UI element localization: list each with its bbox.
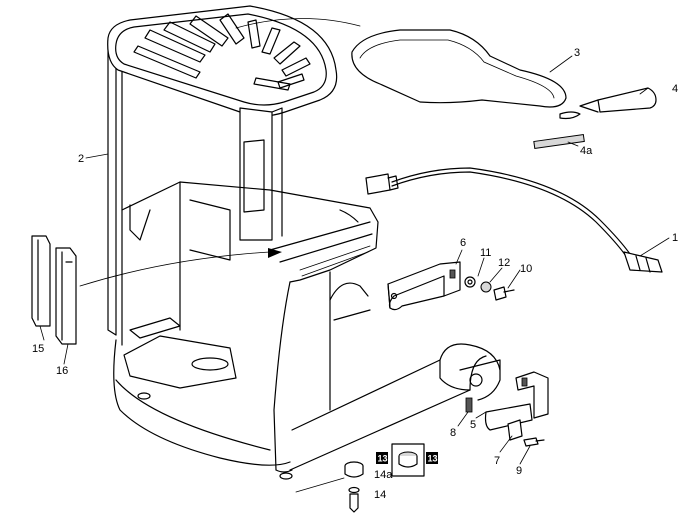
callout-1: 1 bbox=[672, 232, 678, 244]
adhesive-tube bbox=[559, 87, 657, 120]
callout-14: 14 bbox=[374, 489, 386, 501]
callout-10: 10 bbox=[520, 263, 532, 275]
callout-4: 4 bbox=[672, 83, 678, 95]
mounting-bracket bbox=[387, 261, 461, 311]
fasteners-10-11-12 bbox=[464, 276, 515, 301]
insert-arrow bbox=[268, 248, 282, 258]
badge-13-right: 13 bbox=[426, 452, 438, 464]
adhesive-strip bbox=[533, 133, 585, 150]
callout-6: 6 bbox=[460, 237, 466, 249]
callout-12: 12 bbox=[498, 257, 510, 269]
callout-8: 8 bbox=[450, 427, 456, 439]
callout-15: 15 bbox=[32, 343, 44, 355]
callout-7: 7 bbox=[494, 455, 500, 467]
callout-4a: 4a bbox=[580, 145, 593, 157]
callout-14a: 14a bbox=[374, 469, 393, 481]
callout-9: 9 bbox=[516, 465, 522, 477]
callout-5: 5 bbox=[470, 419, 476, 431]
callout-2: 2 bbox=[78, 153, 84, 165]
top-grill bbox=[133, 13, 311, 91]
leader-lines bbox=[39, 55, 670, 465]
rear-bracket-assembly bbox=[465, 371, 549, 447]
caps-and-screw bbox=[295, 443, 425, 513]
callout-11: 11 bbox=[480, 247, 491, 259]
callout-13-right: 13 bbox=[428, 454, 438, 464]
callout-13-left: 13 bbox=[378, 454, 388, 464]
badge-13-left: 13 bbox=[376, 452, 388, 464]
callout-3: 3 bbox=[574, 47, 580, 59]
seat-cover bbox=[351, 29, 567, 108]
main-body bbox=[107, 5, 501, 480]
cable-harness bbox=[365, 167, 663, 273]
callout-labels: 1 2 3 4 4a 6 11 12 10 8 5 7 9 15 16 14a … bbox=[32, 47, 678, 501]
side-panels bbox=[31, 235, 77, 345]
callout-16: 16 bbox=[56, 365, 68, 377]
